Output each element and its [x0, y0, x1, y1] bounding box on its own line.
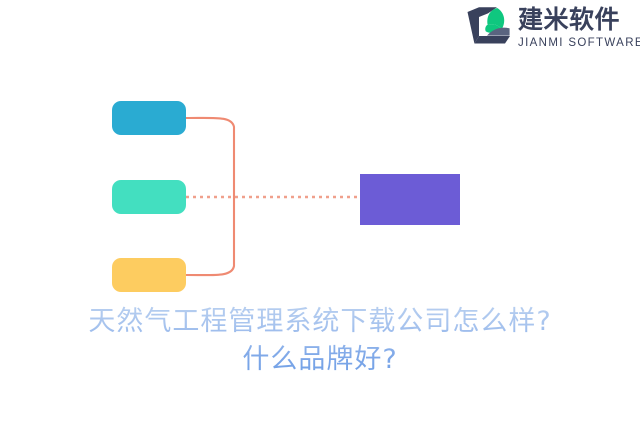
- brand-name-en: JIANMI SOFTWARE: [518, 36, 640, 49]
- flow-diagram: [112, 101, 460, 292]
- headline: 天然气工程管理系统下载公司怎么样? 什么品牌好?: [0, 303, 640, 379]
- connector-trunk-path: [185, 116, 236, 277]
- jianmi-leaf-logo-icon: [467, 7, 510, 44]
- diagram-node-blue: [112, 101, 186, 135]
- diagram-node-purple: [360, 174, 460, 225]
- diagram-node-green: [112, 180, 186, 214]
- diagram-node-yellow: [112, 258, 186, 292]
- headline-line-2: 什么品牌好?: [242, 344, 398, 375]
- brand-wordmark: 建米软件 JIANMI SOFTWARE: [518, 7, 640, 50]
- headline-line-1: 天然气工程管理系统下载公司怎么样?: [88, 306, 552, 337]
- brand-logo: 建米软件 JIANMI SOFTWARE: [466, 2, 640, 54]
- diagram-connectors: [185, 116, 360, 277]
- brand-name-cn: 建米软件: [518, 4, 621, 34]
